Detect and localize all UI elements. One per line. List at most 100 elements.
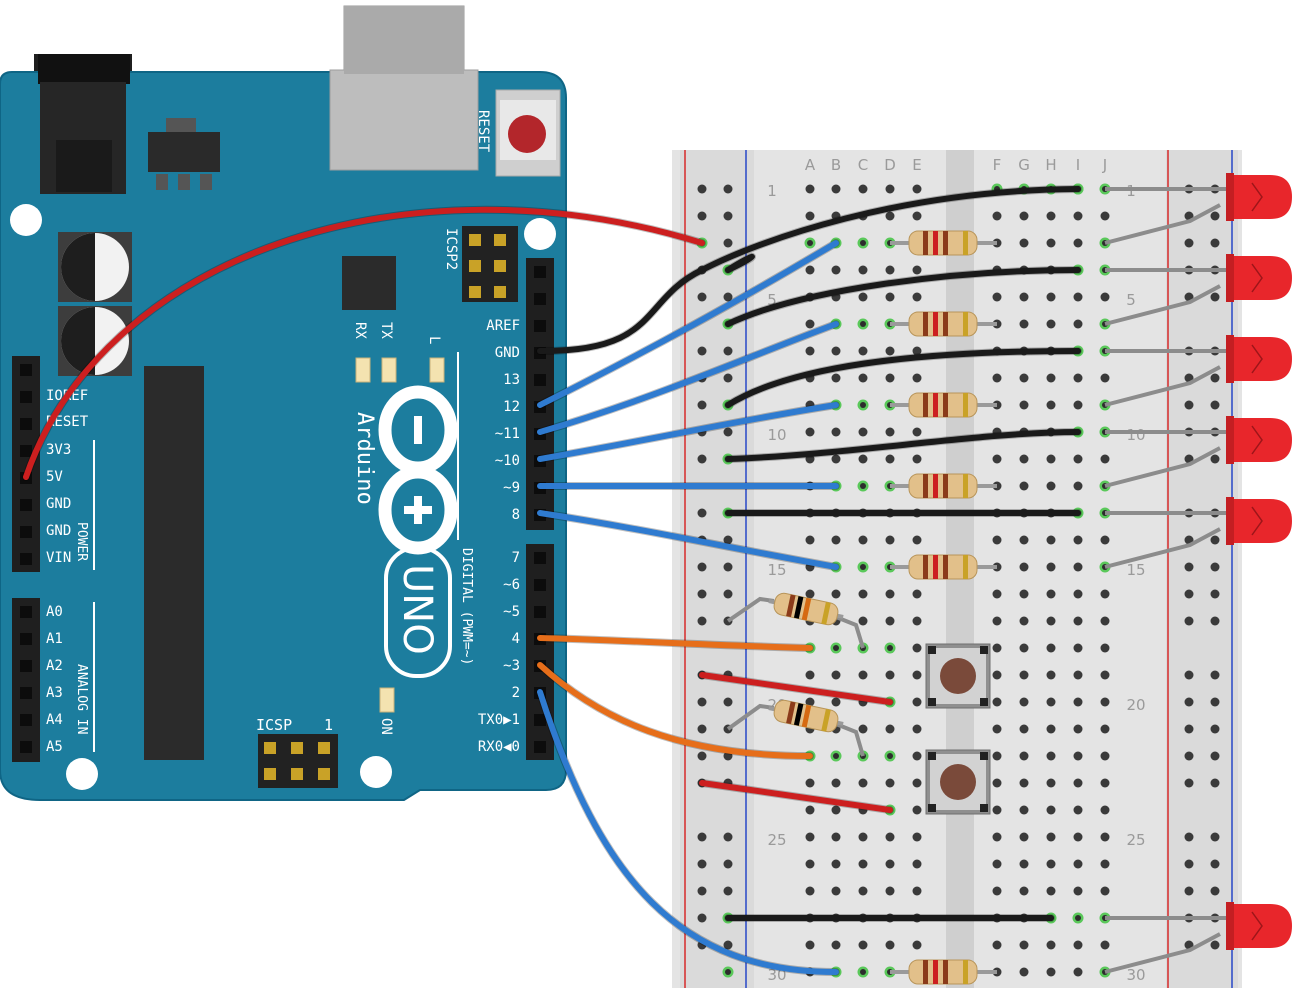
button-corner xyxy=(980,698,988,706)
breadboard-hole xyxy=(1019,697,1029,707)
breadboard-hole xyxy=(805,535,815,545)
resistor xyxy=(908,311,978,337)
pin-label: A3 xyxy=(46,685,63,701)
resistor-band xyxy=(943,555,948,579)
wire-pin8 xyxy=(537,510,839,570)
rx-label: RX xyxy=(352,322,368,339)
mounting-hole xyxy=(360,756,392,788)
breadboard-hole xyxy=(912,778,922,788)
breadboard-left-rail xyxy=(680,150,754,988)
resistor xyxy=(908,392,978,418)
breadboard-hole xyxy=(805,670,815,680)
reset-button[interactable] xyxy=(495,89,561,177)
breadboard-hole xyxy=(805,211,815,221)
active-hole-center xyxy=(833,753,839,759)
resistor xyxy=(768,592,844,626)
button-corner xyxy=(980,804,988,812)
resistor-band xyxy=(963,393,968,417)
breadboard-hole xyxy=(858,724,868,734)
rail-hole xyxy=(723,373,733,383)
icsp-label: ICSP xyxy=(256,716,292,734)
power-jack-front xyxy=(38,54,130,84)
breadboard-hole xyxy=(1019,373,1029,383)
header-pin xyxy=(534,374,546,386)
col-label: C xyxy=(858,156,868,174)
icsp2-header xyxy=(462,226,518,302)
rail-hole xyxy=(1210,697,1220,707)
breadboard-hole xyxy=(858,589,868,599)
breadboard-hole xyxy=(805,697,815,707)
tx-label: TX xyxy=(378,322,394,339)
rail-hole xyxy=(697,751,707,761)
rail-hole xyxy=(1184,859,1194,869)
rail-hole xyxy=(697,400,707,410)
breadboard-hole xyxy=(858,454,868,464)
breadboard-hole xyxy=(992,292,1002,302)
led-lead xyxy=(1104,284,1221,326)
breadboard-hole xyxy=(1019,859,1029,869)
rail-hole xyxy=(723,589,733,599)
breadboard-hole xyxy=(858,940,868,950)
breadboard-hole xyxy=(858,778,868,788)
wire-gnd-row xyxy=(725,429,1081,462)
breadboard-hole xyxy=(1046,859,1056,869)
rail-hole xyxy=(697,724,707,734)
breadboard-hole xyxy=(912,886,922,896)
row-label: 25 xyxy=(1126,831,1145,849)
breadboard-hole xyxy=(1073,643,1083,653)
breadboard-hole xyxy=(1100,697,1110,707)
led-body xyxy=(1230,904,1292,948)
power-jack-barrel-inner xyxy=(56,140,112,192)
pin-label: ~5 xyxy=(503,604,520,620)
rail-hole xyxy=(1184,886,1194,896)
mounting-hole xyxy=(524,218,556,250)
breadboard-hole xyxy=(885,535,895,545)
breadboard-hole xyxy=(1019,589,1029,599)
breadboard-hole xyxy=(805,832,815,842)
breadboard-hole xyxy=(1100,670,1110,680)
breadboard-hole xyxy=(992,859,1002,869)
breadboard-hole xyxy=(885,724,895,734)
pin-label: A4 xyxy=(46,712,63,728)
rail-hole xyxy=(723,832,733,842)
breadboard-hole xyxy=(912,643,922,653)
resistor-band xyxy=(963,555,968,579)
wire-pin11 xyxy=(537,321,839,435)
breadboard-hole xyxy=(1046,454,1056,464)
rail-hole xyxy=(1184,697,1194,707)
breadboard-hole xyxy=(1100,778,1110,788)
header-pin xyxy=(20,391,32,403)
breadboard-hole xyxy=(1046,643,1056,653)
breadboard-hole xyxy=(1019,535,1029,545)
breadboard-hole xyxy=(1073,751,1083,761)
button-cap xyxy=(940,764,976,800)
pin-label: ~6 xyxy=(503,577,520,593)
pin-label: 5V xyxy=(46,469,63,485)
breadboard-hole xyxy=(1046,778,1056,788)
breadboard-hole xyxy=(912,265,922,275)
resistor xyxy=(908,959,978,985)
breadboard-hole xyxy=(1046,481,1056,491)
active-hole-center xyxy=(860,564,866,570)
breadboard-hole xyxy=(831,832,841,842)
breadboard-hole xyxy=(1019,886,1029,896)
breadboard-hole xyxy=(831,859,841,869)
breadboard-hole xyxy=(885,670,895,680)
breadboard-hole xyxy=(1046,697,1056,707)
resistor-band xyxy=(933,555,938,579)
breadboard-hole xyxy=(885,454,895,464)
arduino-pcb xyxy=(0,71,567,801)
resistor-band xyxy=(963,960,968,984)
breadboard-hole xyxy=(1100,643,1110,653)
resistor-band xyxy=(933,960,938,984)
header-pin xyxy=(534,266,546,278)
breadboard-hole xyxy=(1046,535,1056,545)
breadboard-hole xyxy=(912,427,922,437)
breadboard-hole xyxy=(1073,670,1083,680)
breadboard-hole xyxy=(1046,805,1056,815)
led-inner xyxy=(1251,911,1263,941)
pin-label: ~10 xyxy=(495,453,520,469)
pin-label: ~3 xyxy=(503,658,520,674)
rail-hole xyxy=(723,346,733,356)
header-pin xyxy=(20,660,32,672)
